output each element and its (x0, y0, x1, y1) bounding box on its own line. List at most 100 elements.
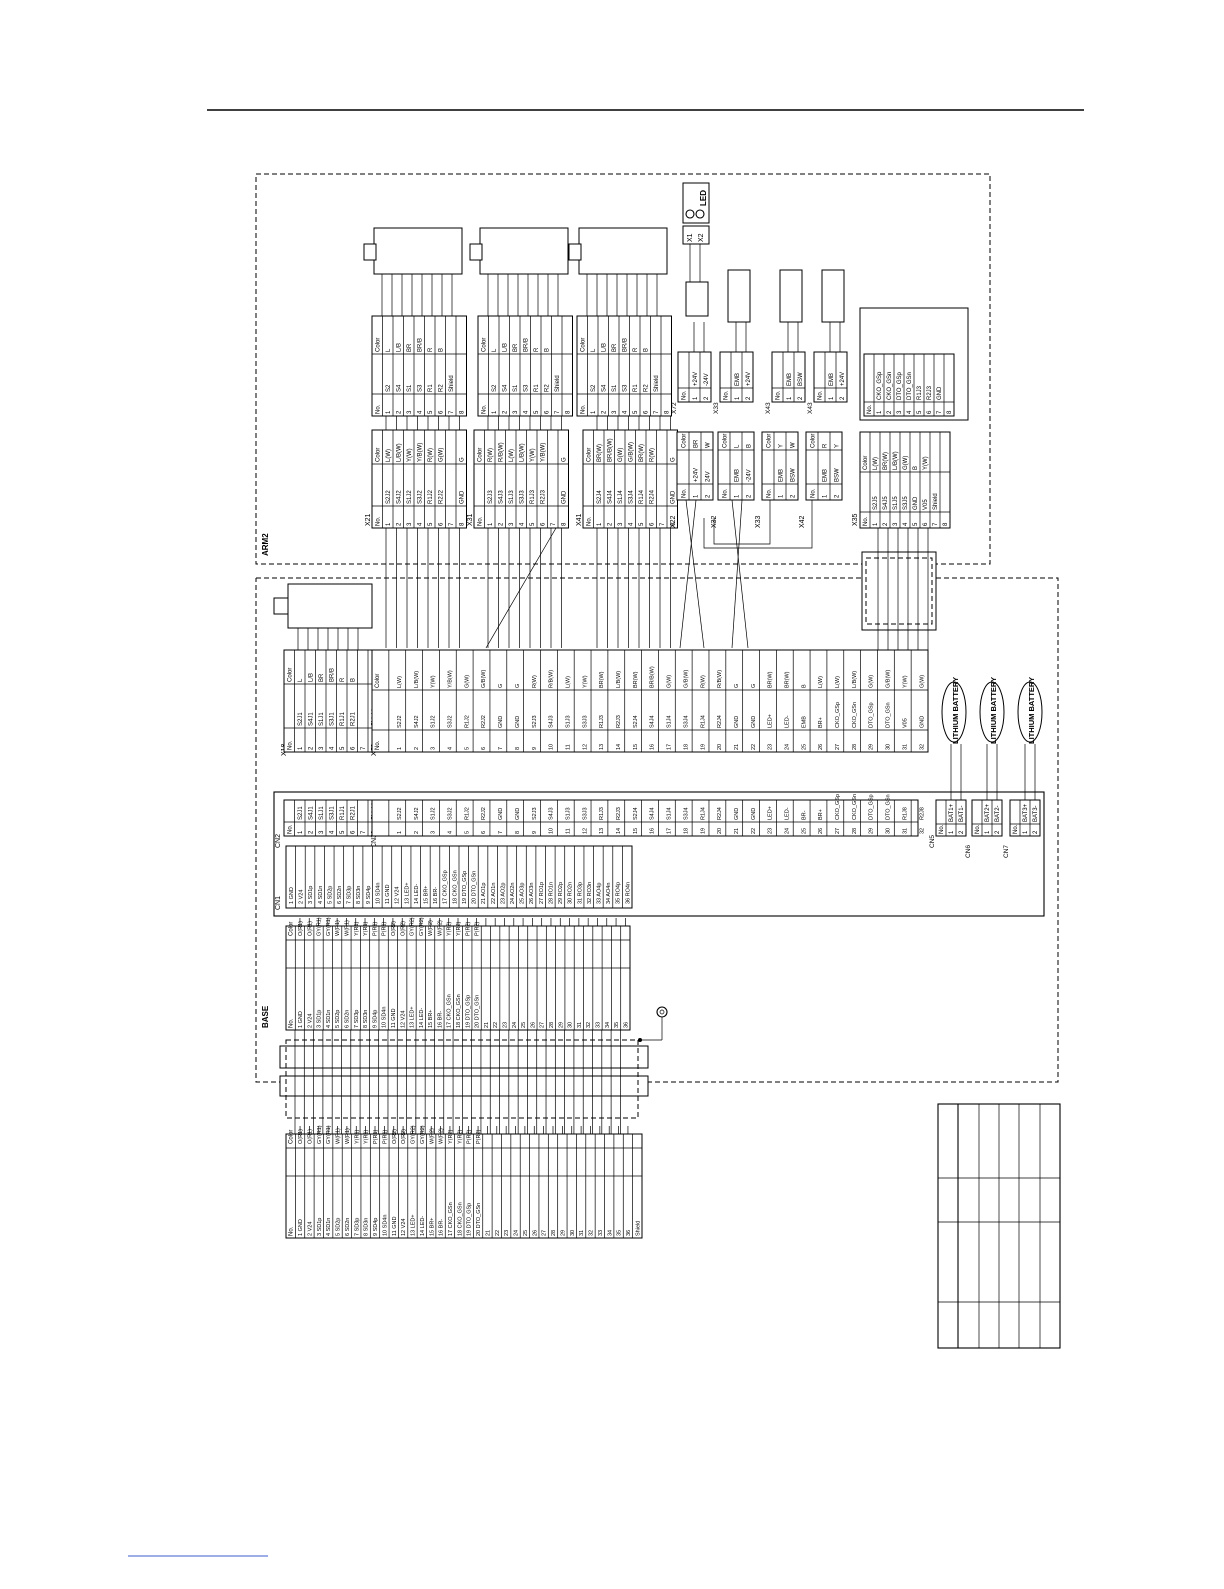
external-cable-row: 14 LED- (420, 1216, 426, 1236)
external-cable-row: 4 SD1n (326, 1218, 332, 1236)
brake-1-header: No. (682, 390, 688, 400)
connector-X18-cell: 6 (351, 746, 357, 750)
battery-connector-1-cell: 1 (949, 830, 955, 834)
external-cable-row: 8 SD3n (364, 1218, 370, 1236)
connector-CN3-num: 6 (481, 831, 487, 834)
connector-CN2-header: No. (287, 824, 293, 834)
external-cable-row: 33 (598, 1230, 604, 1236)
connector-CN2-cell: R1J1 (340, 805, 346, 820)
connector-X32-cell: EMB (735, 469, 741, 482)
connector-X18-cell: S2J1 (298, 712, 304, 726)
connector-X21-cell: 7 (449, 522, 455, 526)
brake-name: X33 (713, 402, 720, 414)
connector-X18-cell: L/B (309, 673, 315, 682)
external-cable-color: GY(R1) (317, 1125, 323, 1144)
connector-X33-cell: EMB (779, 469, 785, 482)
connector-X35-cell: B (913, 466, 919, 470)
connector-X35-cell: 6 (923, 522, 929, 526)
motor-3-pins-cell: S1 (612, 384, 618, 392)
connector-CN2-cell: S4J1 (309, 806, 315, 820)
external-cable-color: O(R1) (307, 1129, 313, 1144)
connector-X28-num: 27 (835, 744, 841, 750)
connector-X42-cell: Y (835, 444, 841, 448)
connector-CN3-pin: R1J2 (464, 807, 470, 820)
connector-CN3-num: 9 (532, 831, 538, 834)
connector-CN3-pin: S3J3 (582, 807, 588, 820)
external-cable-row: 13 LED+ (411, 1214, 417, 1236)
external-cable-row: 32 (589, 1230, 595, 1236)
connector-X28-color: G/B(W) (481, 670, 487, 688)
connector-CN1-row: 2 V24 (299, 890, 305, 904)
connector-X18-cell: BR/B (330, 668, 336, 682)
motor-3-pins-cell: S2 (591, 384, 597, 392)
connector-X35-cell: G(W) (903, 456, 909, 470)
connector-X28-color: L(W) (835, 676, 841, 688)
connector-CN1-row: 23 AO2p (500, 883, 506, 904)
external-cable-color: Y(R1) (364, 1129, 370, 1144)
motor-2-pins-cell: 6 (545, 410, 551, 414)
connector-X28-num: 32 (919, 744, 925, 750)
base-cable-row: 33 (596, 1022, 602, 1028)
brake-1-cell: -24V (704, 373, 710, 386)
base-cable-row: 4 SD1n (326, 1010, 332, 1028)
external-cable-color: P(R1) (382, 1129, 388, 1144)
external-cable-row: 16 BR- (439, 1219, 445, 1236)
motor-1-pins-cell: 5 (428, 410, 434, 414)
external-cable-row: 3 SD1p (317, 1218, 323, 1236)
led-label: LED (699, 190, 708, 206)
connector-CN3-pin: S3J4 (683, 807, 689, 820)
motor-3-pins-cell: 7 (654, 410, 660, 414)
connector-CN3-num: 11 (565, 828, 571, 834)
connector-CN3-num: 25 (801, 828, 807, 834)
connector-CN1-row: 8 SD3n (356, 886, 362, 904)
connector-X28-color: BR/B(W) (650, 666, 656, 688)
ground-ring (656, 1006, 668, 1018)
external-cable-row: 12 V24 (401, 1219, 407, 1236)
connector-X28-pin: V05 (902, 718, 908, 728)
connector-X35-cell: Y(W) (923, 456, 929, 470)
connector-X35-cell: 8 (943, 522, 949, 526)
external-cable-row: Shield (635, 1221, 641, 1236)
connector-X28-pin: DTO_GSp (869, 702, 875, 728)
connector-CN2-cell: S3J1 (330, 806, 336, 820)
connector-X41-cell: G (671, 457, 677, 462)
battery-connector-1-cell: 2 (959, 830, 965, 834)
connector-name: CN3 (371, 834, 378, 848)
motor-2-pins-cell: S4 (503, 384, 509, 392)
external-cable-color: P(R2) (476, 1129, 482, 1144)
base-cable-color: P(R1) (382, 921, 388, 936)
connector-X42-cell: BSW (835, 468, 841, 482)
connector-X32-cell: -24V (747, 469, 753, 482)
connector-CN3-pin: GND (515, 808, 521, 820)
motor-2-pins-header: No. (481, 404, 487, 414)
battery-connector-2-cell: BAT2- (995, 805, 1001, 822)
brake-name: X43 (765, 402, 772, 414)
connector-X28-color: Y(W) (431, 675, 437, 688)
connector-X18-cell: 2 (309, 746, 315, 750)
external-cable-row: 29 (560, 1230, 566, 1236)
connector-X28-pin: GND (498, 716, 504, 728)
external-cable-row: 11 GND (392, 1217, 398, 1236)
connector-name: X32 (711, 515, 718, 528)
external-cable-color: Y(R2) (457, 1129, 463, 1144)
connector-X41-cell: BR(W) (639, 444, 645, 462)
base-cable-color: W(R2) (428, 920, 434, 936)
connector-X28-color: G (734, 684, 740, 688)
encoder-pins-cell: 2 (887, 410, 893, 414)
connector-X21-cell: 8 (460, 522, 466, 526)
connector-X35-cell: S3J5 (903, 496, 909, 510)
motor-2-pins-cell: 4 (524, 410, 530, 414)
connector-CN1-row: 35 RO4p (616, 882, 622, 904)
connector-CN3-pin: R1J8 (902, 807, 908, 820)
motor-1-pins-cell: L (386, 348, 392, 352)
connector-X21-cell: 2 (397, 522, 403, 526)
battery-1-body (941, 681, 967, 743)
connector-X28-num: 21 (734, 744, 740, 750)
connector-X28-num: 16 (650, 744, 656, 750)
encoder-pins-cell: R2J3 (927, 385, 933, 400)
connector-X28-pin: S1J4 (667, 715, 673, 728)
